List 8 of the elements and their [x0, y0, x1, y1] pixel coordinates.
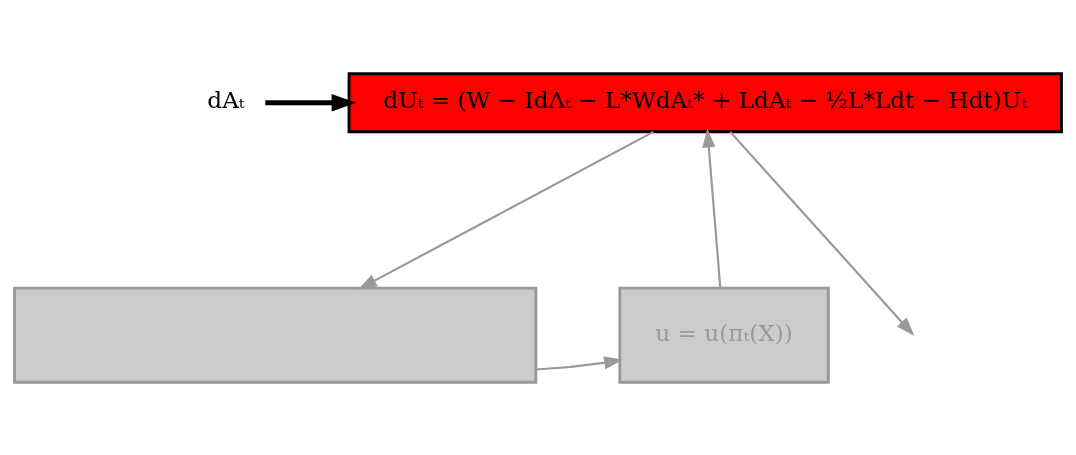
arrow [702, 128, 722, 288]
arrow [358, 130, 654, 289]
node-text: dAₜ [207, 86, 245, 113]
node-box [13, 286, 538, 384]
arrow [265, 93, 357, 111]
arrow [729, 130, 915, 336]
node-box: dUₜ = (W − IdΛₜ − L*WdAₜ* + LdAₜ − ½L*Ldt − Hdt)Uₜ [347, 71, 1063, 133]
arrow [535, 355, 623, 371]
